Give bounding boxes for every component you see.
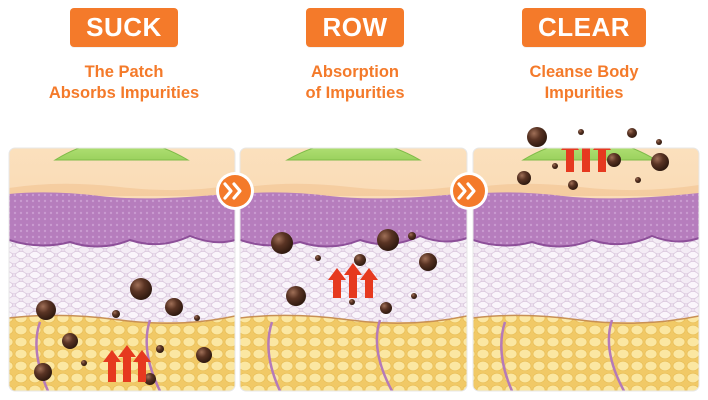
panel-header-suck: SUCK The Patch Absorbs Impurities	[9, 0, 239, 104]
panel-header-row: ROW Absorption of Impurities	[240, 0, 470, 104]
impurity-particle	[627, 128, 637, 138]
subtitle-line: Impurities	[544, 84, 624, 102]
subtitle-line: of Impurities	[305, 84, 405, 102]
panel-row	[240, 148, 467, 391]
impurity-particle	[527, 127, 547, 147]
impurity-particle	[656, 139, 662, 145]
double-chevron-right-icon	[450, 172, 488, 210]
step-badge: SUCK	[70, 8, 178, 47]
step-subtitle: The Patch Absorbs Impurities	[9, 62, 239, 104]
panel-suck	[9, 148, 235, 391]
step-badge: CLEAR	[521, 8, 647, 47]
double-chevron-right-icon	[216, 172, 254, 210]
panel-border	[239, 147, 468, 392]
step-subtitle: Cleanse Body Impurities	[469, 62, 699, 104]
panel-header-clear: CLEAR Cleanse Body Impurities	[469, 0, 699, 104]
step-badge: ROW	[306, 8, 404, 47]
subtitle-line: Absorbs Impurities	[48, 84, 200, 102]
panel-border	[8, 147, 236, 392]
step-subtitle: Absorption of Impurities	[240, 62, 470, 104]
subtitle-line: Cleanse Body	[529, 63, 639, 81]
panel-clear	[473, 148, 699, 391]
subtitle-line: Absorption	[311, 63, 399, 81]
subtitle-line: The Patch	[84, 63, 164, 81]
panel-border	[472, 147, 700, 392]
impurity-particle	[578, 129, 584, 135]
